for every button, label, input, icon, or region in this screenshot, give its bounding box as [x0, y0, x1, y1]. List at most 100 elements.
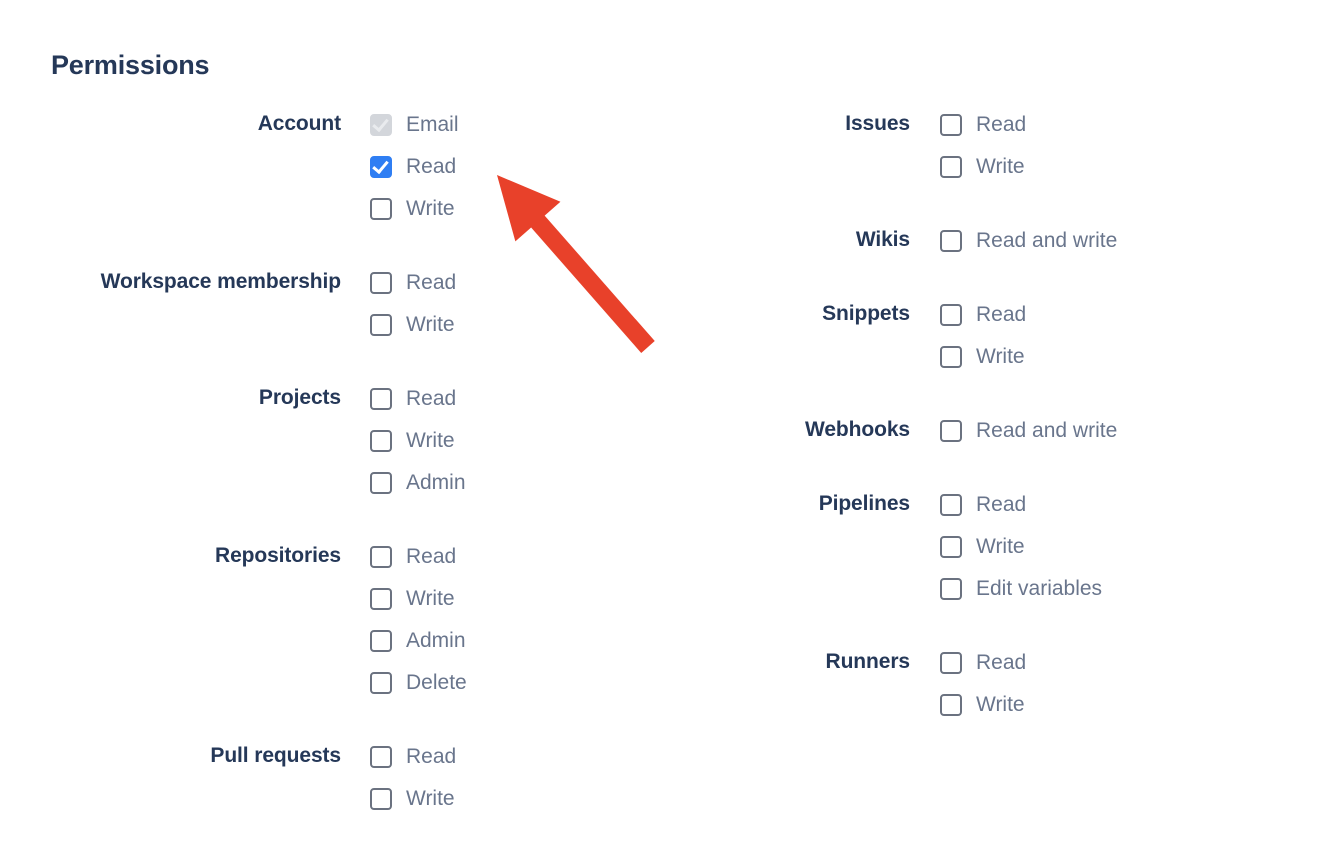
- checkbox-row-issues-read[interactable]: Read: [940, 104, 1220, 146]
- checkbox-issues-write[interactable]: [940, 156, 962, 178]
- checkbox-row-account-email: Email: [370, 104, 520, 146]
- group-label-projects: Projects: [258, 386, 341, 409]
- checkbox-label-pipelines-read: Read: [976, 493, 1027, 516]
- checkbox-repositories-delete[interactable]: [370, 672, 392, 694]
- checkbox-workspace-membership-write[interactable]: [370, 314, 392, 336]
- checkbox-projects-admin[interactable]: [370, 472, 392, 494]
- checkbox-webhooks-read-and-write[interactable]: [940, 420, 962, 442]
- checkmark-icon: [372, 114, 389, 133]
- checkbox-pull-requests-write[interactable]: [370, 788, 392, 810]
- checkbox-label-runners-read: Read: [976, 651, 1027, 674]
- checkbox-snippets-read[interactable]: [940, 304, 962, 326]
- checkbox-label-webhooks-read-and-write: Read and write: [976, 419, 1118, 442]
- checkbox-row-snippets-write[interactable]: Write: [940, 336, 1220, 378]
- checkbox-row-account-read[interactable]: Read: [370, 146, 520, 188]
- checkbox-row-snippets-read[interactable]: Read: [940, 294, 1220, 336]
- checkbox-label-workspace-membership-write: Write: [406, 313, 455, 336]
- checkbox-row-runners-write[interactable]: Write: [940, 684, 1220, 726]
- group-label-issues: Issues: [845, 112, 910, 135]
- checkbox-row-projects-write[interactable]: Write: [370, 420, 520, 462]
- checkbox-row-workspace-membership-write[interactable]: Write: [370, 304, 520, 346]
- checkbox-account-read[interactable]: [370, 156, 392, 178]
- checkbox-row-issues-write[interactable]: Write: [940, 146, 1220, 188]
- group-label-repositories: Repositories: [215, 544, 341, 567]
- checkbox-wikis-read-and-write[interactable]: [940, 230, 962, 252]
- checkbox-pull-requests-read[interactable]: [370, 746, 392, 768]
- checkbox-label-pull-requests-write: Write: [406, 787, 455, 810]
- checkbox-pipelines-edit-variables[interactable]: [940, 578, 962, 600]
- checkbox-account-write[interactable]: [370, 198, 392, 220]
- checkbox-label-snippets-write: Write: [976, 345, 1025, 368]
- checkbox-label-account-write: Write: [406, 197, 455, 220]
- checkbox-label-repositories-admin: Admin: [406, 629, 466, 652]
- checkbox-row-pull-requests-read[interactable]: Read: [370, 736, 520, 778]
- checkbox-row-runners-read[interactable]: Read: [940, 642, 1220, 684]
- checkbox-label-pull-requests-read: Read: [406, 745, 457, 768]
- checkbox-row-wikis-read-and-write[interactable]: Read and write: [940, 220, 1220, 262]
- checkbox-row-repositories-delete[interactable]: Delete: [370, 662, 520, 704]
- group-label-pipelines: Pipelines: [818, 492, 910, 515]
- checkbox-row-webhooks-read-and-write[interactable]: Read and write: [940, 410, 1220, 452]
- checkbox-repositories-write[interactable]: [370, 588, 392, 610]
- checkbox-row-pull-requests-write[interactable]: Write: [370, 778, 520, 820]
- group-label-runners: Runners: [825, 650, 911, 673]
- checkbox-label-pipelines-edit-variables: Edit variables: [976, 577, 1103, 600]
- checkbox-row-repositories-write[interactable]: Write: [370, 578, 520, 620]
- checkbox-label-issues-read: Read: [976, 113, 1027, 136]
- permission-group-webhooks: Webhooks Read and write: [600, 410, 1220, 452]
- checkbox-label-repositories-delete: Delete: [406, 671, 467, 694]
- group-label-wikis: Wikis: [855, 228, 910, 251]
- option-list-wikis: Read and write: [940, 220, 1220, 262]
- checkbox-label-projects-read: Read: [406, 387, 457, 410]
- checkbox-label-projects-admin: Admin: [406, 471, 466, 494]
- checkbox-row-pipelines-write[interactable]: Write: [940, 526, 1220, 568]
- checkbox-pipelines-read[interactable]: [940, 494, 962, 516]
- checkbox-repositories-admin[interactable]: [370, 630, 392, 652]
- checkbox-runners-read[interactable]: [940, 652, 962, 674]
- checkbox-workspace-membership-read[interactable]: [370, 272, 392, 294]
- checkbox-label-account-read: Read: [406, 155, 457, 178]
- checkmark-icon: [372, 156, 389, 175]
- checkbox-projects-write[interactable]: [370, 430, 392, 452]
- checkbox-label-runners-write: Write: [976, 693, 1025, 716]
- checkbox-label-account-email: Email: [406, 113, 459, 136]
- checkbox-snippets-write[interactable]: [940, 346, 962, 368]
- group-label-account: Account: [257, 112, 341, 135]
- checkbox-runners-write[interactable]: [940, 694, 962, 716]
- checkbox-label-snippets-read: Read: [976, 303, 1027, 326]
- checkbox-label-workspace-membership-read: Read: [406, 271, 457, 294]
- checkbox-pipelines-write[interactable]: [940, 536, 962, 558]
- group-label-webhooks: Webhooks: [805, 418, 910, 441]
- page-title: Permissions: [51, 50, 210, 80]
- checkbox-row-projects-read[interactable]: Read: [370, 378, 520, 420]
- checkbox-label-repositories-write: Write: [406, 587, 455, 610]
- checkbox-repositories-read[interactable]: [370, 546, 392, 568]
- checkbox-row-pipelines-read[interactable]: Read: [940, 484, 1220, 526]
- checkbox-row-projects-admin[interactable]: Admin: [370, 462, 520, 504]
- checkbox-issues-read[interactable]: [940, 114, 962, 136]
- checkbox-row-workspace-membership-read[interactable]: Read: [370, 262, 520, 304]
- checkbox-row-repositories-read[interactable]: Read: [370, 536, 520, 578]
- checkbox-projects-read[interactable]: [370, 388, 392, 410]
- checkbox-row-pipelines-edit-variables[interactable]: Edit variables: [940, 568, 1220, 610]
- group-label-pull-requests: Pull requests: [210, 744, 341, 767]
- group-label-snippets: Snippets: [822, 302, 910, 325]
- checkbox-row-repositories-admin[interactable]: Admin: [370, 620, 520, 662]
- checkbox-row-account-write[interactable]: Write: [370, 188, 520, 230]
